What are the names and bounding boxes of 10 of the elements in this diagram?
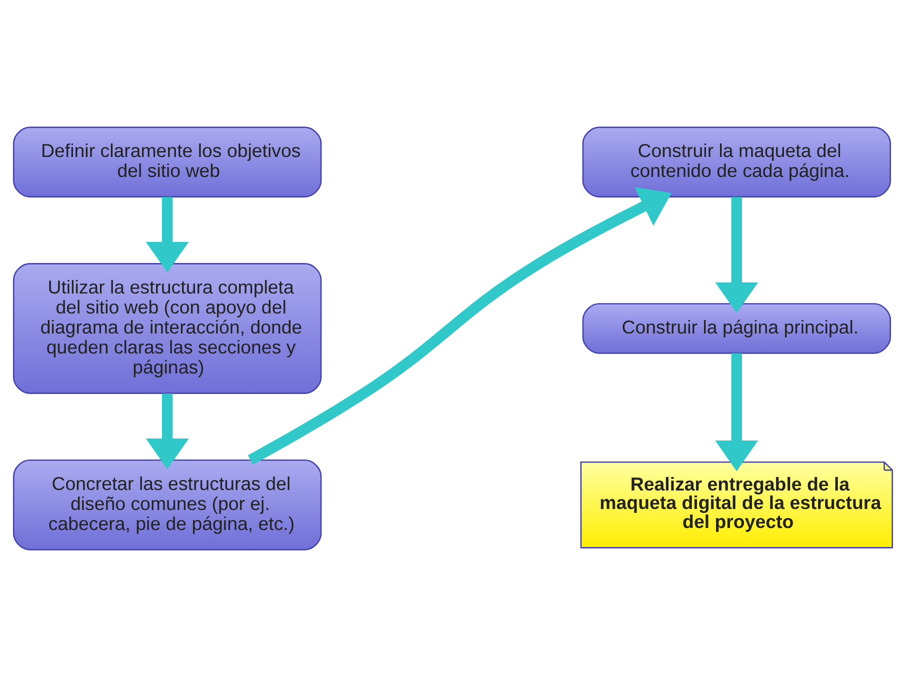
arrow (146, 196, 189, 273)
arrow (248, 187, 672, 465)
arrow (146, 394, 189, 470)
node-box: Utilizar la estructura completa del sitio web (con apoyo del diagrama de interacción, donde queden claras las secciones y páginas) (12, 263, 322, 394)
node-box: Definir claramente los objetivos del sitio web (12, 126, 322, 198)
node-box: Construir la maqueta del contenido de cada página. (582, 126, 892, 198)
node-box: Construir la página principal. (582, 303, 892, 354)
node-box: Concretar las estructuras del diseño comunes (por ej. cabecera, pie de página, etc.) (12, 459, 322, 550)
arrow (715, 353, 758, 472)
arrow (715, 196, 758, 314)
